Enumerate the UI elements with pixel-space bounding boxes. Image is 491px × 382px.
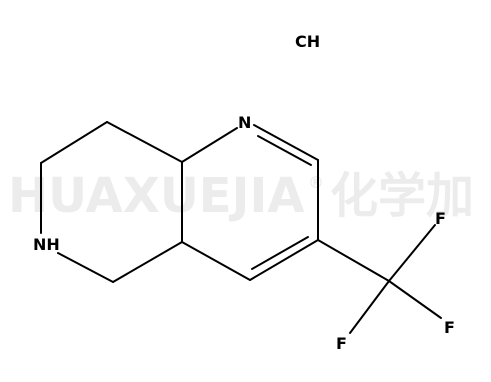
watermark: HUAXUEJIA ® 化学加 [8, 168, 474, 224]
atom-labels: N NH F F F [33, 113, 455, 353]
bond-n1-c2 [253, 124, 319, 161]
bond-c8a-n1 [181, 127, 238, 163]
bond-n6-c5 [57, 252, 114, 283]
atom-label-f3: F [336, 334, 347, 353]
atom-label-n1: N [238, 113, 251, 132]
bonds [40, 121, 442, 334]
bond-c3-c4-inner [251, 236, 309, 270]
bond-cf3-f3 [349, 280, 390, 334]
bond-c4-c4a [181, 241, 251, 281]
bond-cf3-f2 [388, 280, 442, 319]
atom-label-f2: F [444, 318, 455, 337]
bond-n1-c2-inner [257, 135, 312, 166]
bond-c5-c4a [112, 241, 183, 283]
watermark-registered: ® [308, 173, 324, 192]
watermark-cjk: 化学加 [330, 168, 474, 224]
bond-cf3-f1 [388, 224, 436, 282]
salt-label: CH [295, 32, 320, 51]
bond-c3-cf3 [317, 239, 390, 282]
atom-label-nh: NH [33, 235, 60, 254]
bond-c8-c8a [106, 121, 183, 163]
bond-c7-c8 [40, 121, 108, 164]
atom-label-f1: F [435, 209, 446, 228]
watermark-text: HUAXUEJIA [8, 168, 304, 224]
bond-c3-c4 [249, 239, 319, 281]
